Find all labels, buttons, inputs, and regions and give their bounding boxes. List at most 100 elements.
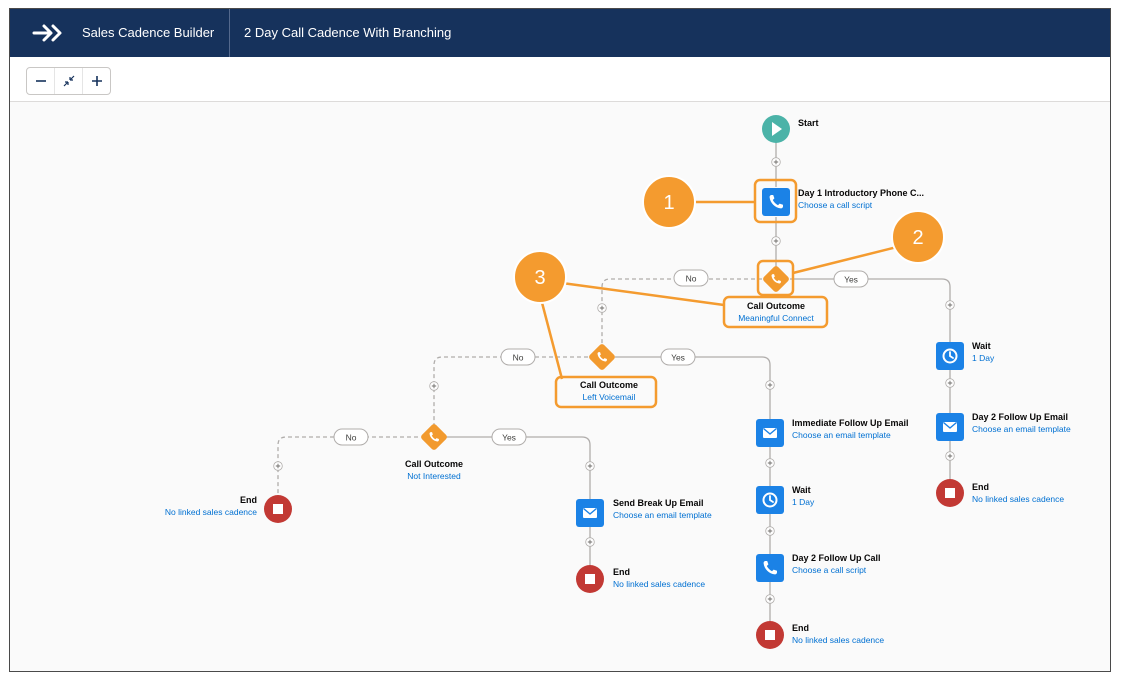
zoom-in-button[interactable] — [83, 68, 110, 94]
app-frame: Sales Cadence Builder 2 Day Call Cadence… — [9, 8, 1111, 672]
step-title: Send Break Up Email — [613, 498, 704, 508]
branch-pill-label: No — [513, 353, 524, 363]
branch-pill-label: Yes — [671, 353, 685, 363]
step-day2-call[interactable]: Day 2 Follow Up Call Choose a call scrip… — [756, 553, 881, 582]
step-wait-right[interactable]: Wait 1 Day — [936, 341, 995, 370]
step-wait-mid[interactable]: Wait 1 Day — [756, 485, 815, 514]
stop-icon — [273, 504, 283, 514]
step-link[interactable]: No linked sales cadence — [792, 635, 884, 645]
branch-pill-label: No — [686, 274, 697, 284]
step-link[interactable]: No linked sales cadence — [972, 494, 1064, 504]
step-link[interactable]: Choose a call script — [798, 200, 873, 210]
step-link[interactable]: No linked sales cadence — [165, 507, 257, 517]
add-step-icon[interactable] — [945, 300, 955, 310]
end-node-breakup[interactable]: End No linked sales cadence — [576, 565, 705, 593]
add-step-icon[interactable] — [945, 451, 955, 461]
step-link[interactable]: Left Voicemail — [583, 392, 636, 402]
step-title: Wait — [972, 341, 991, 351]
add-step-icon[interactable] — [429, 381, 439, 391]
cadence-canvas: No Yes No Yes No Yes Start — [165, 115, 1071, 649]
app-title: Sales Cadence Builder — [82, 25, 215, 40]
email-icon — [762, 427, 778, 439]
add-step-icon[interactable] — [273, 461, 283, 471]
add-step-icon[interactable] — [585, 461, 595, 471]
step-immediate-email[interactable]: Immediate Follow Up Email Choose an emai… — [756, 418, 909, 447]
decision-not-interested[interactable]: Call Outcome Not Interested — [405, 423, 463, 481]
step-day2-email[interactable]: Day 2 Follow Up Email Choose an email te… — [936, 412, 1071, 441]
email-icon — [942, 421, 958, 433]
step-link[interactable]: Not Interested — [407, 471, 461, 481]
minus-icon — [35, 80, 46, 82]
decision-left-voicemail[interactable]: Call Outcome Left Voicemail — [580, 343, 638, 402]
add-step-icon[interactable] — [597, 303, 607, 313]
toolbar — [10, 57, 1110, 102]
step-title: End — [792, 623, 809, 633]
step-title: End — [240, 495, 257, 505]
collapse-arrows-icon — [63, 75, 74, 87]
branch-pill-yes[interactable]: Yes — [833, 270, 869, 288]
step-day1-call[interactable]: Day 1 Introductory Phone C... Choose a c… — [762, 188, 924, 216]
zoom-controls — [26, 67, 111, 95]
step-title: Wait — [792, 485, 811, 495]
branch-pill-no[interactable]: No — [500, 348, 536, 366]
end-node-mid[interactable]: End No linked sales cadence — [756, 621, 884, 649]
stop-icon — [765, 630, 775, 640]
step-link[interactable]: 1 Day — [792, 497, 815, 507]
step-link[interactable]: Choose an email template — [613, 510, 712, 520]
callout-number: 3 — [534, 267, 545, 289]
step-title: Call Outcome — [405, 459, 463, 469]
step-link[interactable]: No linked sales cadence — [613, 579, 705, 589]
add-step-icon[interactable] — [765, 526, 775, 536]
end-node-right[interactable]: End No linked sales cadence — [936, 479, 1064, 507]
branch-pill-label: No — [346, 433, 357, 443]
callout-2: 2 — [891, 210, 945, 264]
cadence-logo-icon — [32, 24, 62, 42]
step-link[interactable]: Choose an email template — [972, 424, 1071, 434]
callout-3: 3 — [513, 250, 567, 304]
branch-pill-yes[interactable]: Yes — [660, 348, 696, 366]
zoom-out-button[interactable] — [27, 68, 55, 94]
add-step-icon[interactable] — [771, 236, 781, 246]
callout-annotations — [538, 178, 898, 409]
callout-number: 2 — [912, 227, 923, 249]
branch-pill-label: Yes — [844, 275, 858, 285]
branch-pill-yes[interactable]: Yes — [491, 428, 527, 446]
step-breakup-email[interactable]: Send Break Up Email Choose an email temp… — [576, 498, 712, 527]
add-step-icon[interactable] — [765, 594, 775, 604]
branch-pill-no[interactable]: No — [673, 269, 709, 287]
step-title: Call Outcome — [580, 380, 638, 390]
branch-pill-label: Yes — [502, 433, 516, 443]
step-link[interactable]: 1 Day — [972, 353, 995, 363]
add-step-icon[interactable] — [765, 458, 775, 468]
no-branch-connectors — [277, 278, 762, 496]
cadence-title: 2 Day Call Cadence With Branching — [244, 25, 452, 40]
email-icon — [582, 507, 598, 519]
add-step-icon[interactable] — [771, 157, 781, 167]
step-title: End — [613, 567, 630, 577]
step-link[interactable]: Choose an email template — [792, 430, 891, 440]
step-title: End — [972, 482, 989, 492]
decision-meaningful-connect[interactable]: Call Outcome Meaningful Connect — [738, 265, 814, 323]
add-step-icon[interactable] — [585, 537, 595, 547]
stop-icon — [945, 488, 955, 498]
header-divider — [229, 9, 230, 57]
step-link[interactable]: Choose a call script — [792, 565, 867, 575]
fit-to-screen-button[interactable] — [55, 68, 83, 94]
step-title: Day 1 Introductory Phone C... — [798, 188, 924, 198]
callout-number: 1 — [663, 192, 674, 214]
callout-1: 1 — [642, 175, 696, 229]
play-icon — [772, 122, 782, 136]
add-step-icon[interactable] — [945, 378, 955, 388]
branch-pill-no[interactable]: No — [333, 428, 369, 446]
step-title: Start — [798, 118, 819, 128]
connectors — [446, 142, 951, 621]
end-node-left[interactable]: End No linked sales cadence — [165, 495, 292, 523]
header-bar: Sales Cadence Builder 2 Day Call Cadence… — [10, 9, 1110, 57]
plus-icon — [91, 76, 102, 86]
stop-icon — [585, 574, 595, 584]
step-title: Immediate Follow Up Email — [792, 418, 909, 428]
step-title: Day 2 Follow Up Call — [792, 553, 881, 563]
step-link[interactable]: Meaningful Connect — [738, 313, 814, 323]
add-step-icon[interactable] — [765, 380, 775, 390]
start-node[interactable]: Start — [762, 115, 819, 143]
